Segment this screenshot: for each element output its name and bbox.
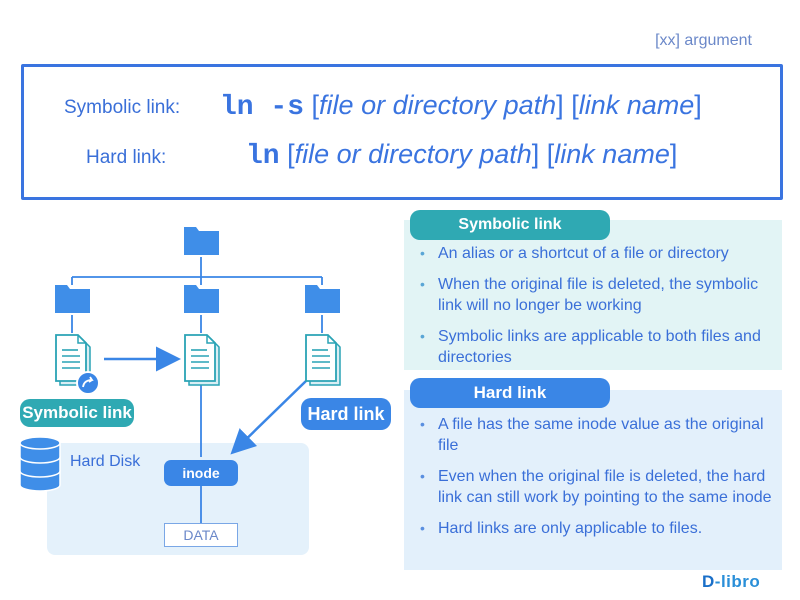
syntax-command-hard: ln [file or directory path] [link name]	[246, 139, 677, 172]
hard-disk-label: Hard Disk	[70, 453, 141, 470]
list-item: An alias or a shortcut of a file or dire…	[418, 243, 778, 264]
folder-icon	[305, 285, 340, 313]
database-icon	[19, 436, 61, 492]
bracket-close: ]	[669, 139, 678, 169]
argument-path: file or directory path	[319, 90, 557, 120]
bracket-close: ]	[694, 90, 702, 120]
bracket-close: ]	[556, 90, 564, 120]
list-item: When the original file is deleted, the s…	[418, 274, 778, 316]
syntax-label-hard: Hard link:	[86, 147, 167, 168]
list-item: A file has the same inode value as the o…	[418, 414, 778, 456]
data-box: DATA	[164, 523, 238, 547]
inode-pill: inode	[164, 460, 238, 486]
argument-link-name: link name	[578, 90, 695, 120]
list-item: Hard links are only applicable to files.	[418, 518, 778, 539]
logo-rest: -libro	[714, 572, 761, 591]
hard-link-panel-title: Hard link	[410, 378, 610, 408]
syntax-box: Symbolic link: ln -s [file or directory …	[21, 64, 783, 200]
hard-link-tag: Hard link	[301, 398, 391, 430]
bracket-open: [	[311, 90, 320, 120]
diagram-lines	[19, 227, 341, 523]
bracket-open: [	[571, 90, 579, 120]
file-icon	[184, 334, 220, 386]
folder-icon	[55, 285, 90, 313]
command-code: ln -s	[220, 92, 305, 123]
legend-note: [xx] argument	[655, 32, 752, 49]
syntax-label-symbolic: Symbolic link:	[64, 97, 181, 118]
symbolic-link-tag: Symbolic link	[20, 399, 134, 427]
bracket-close: ]	[531, 139, 540, 169]
folder-icon	[184, 285, 219, 313]
symbolic-link-bullets: An alias or a shortcut of a file or dire…	[418, 243, 778, 378]
folder-tree-connector	[71, 257, 323, 523]
shortcut-badge-icon	[76, 371, 100, 395]
list-item: Symbolic links are applicable to both fi…	[418, 326, 778, 368]
argument-path: file or directory path	[294, 139, 532, 169]
argument-link-name: link name	[554, 139, 670, 169]
link-diagram: Hard Disk	[0, 205, 400, 575]
symbolic-link-panel-title: Symbolic link	[410, 210, 610, 240]
logo-prefix: D	[702, 572, 715, 591]
bracket-open: [	[287, 139, 295, 169]
syntax-command-symbolic: ln -s [file or directory path] [link nam…	[220, 90, 702, 123]
hard-link-bullets: A file has the same inode value as the o…	[418, 414, 778, 549]
list-item: Even when the original file is deleted, …	[418, 466, 778, 508]
bracket-open: [	[546, 139, 555, 169]
d-libro-logo: D-libro	[702, 572, 760, 592]
command-code: ln	[246, 141, 280, 172]
hard-link-arrow	[230, 380, 307, 455]
file-icon	[305, 334, 341, 386]
folder-icon	[184, 227, 219, 255]
